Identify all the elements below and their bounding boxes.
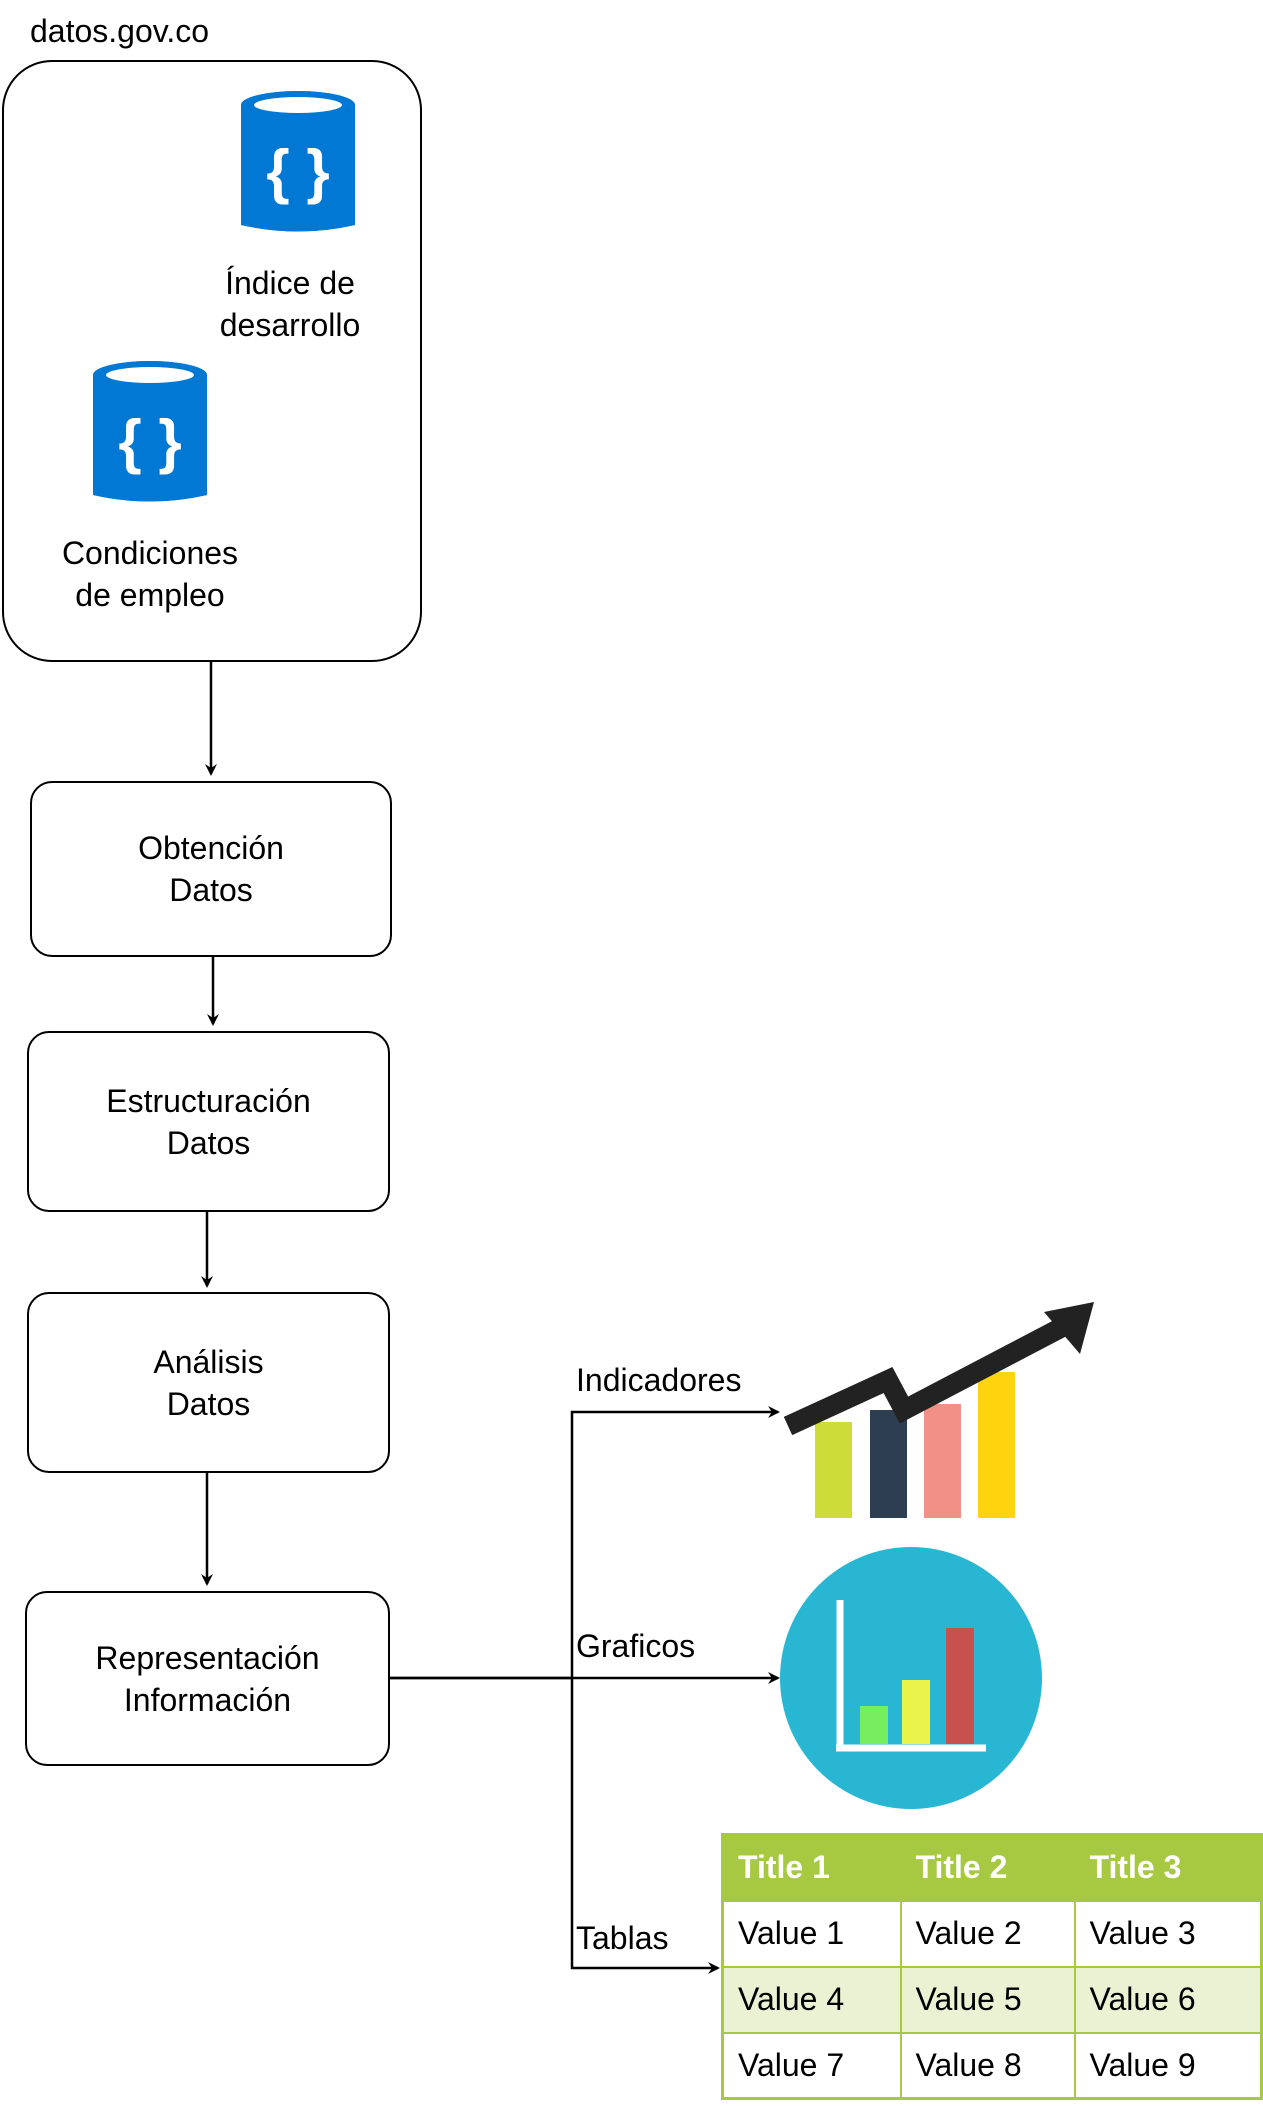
- json-database-icon: { }: [93, 361, 207, 502]
- source-title: datos.gov.co: [30, 13, 210, 49]
- table-header-row: Title 1 Title 2 Title 3: [721, 1833, 1263, 1902]
- edge-label-indicadores: Indicadores: [576, 1362, 742, 1398]
- table-cell: Value 6: [1073, 1965, 1263, 2034]
- process-box-estructuracion[interactable]: Estructuración Datos: [27, 1031, 390, 1212]
- data-table: Title 1 Title 2 Title 3 Value 1 Value 2 …: [721, 1833, 1263, 2100]
- table-header-cell: Title 1: [721, 1833, 902, 1902]
- process-label: Estructuración Datos: [106, 1082, 311, 1161]
- process-box-representacion[interactable]: Representación Información: [25, 1591, 390, 1766]
- dataset-label-indice-desarrollo: Índice de desarrollo: [219, 265, 361, 343]
- arrow-to-tablas: [570, 1678, 720, 1974]
- process-label: Análisis Datos: [153, 1343, 264, 1422]
- table-cell: Value 9: [1073, 2031, 1263, 2100]
- table-cell: Value 2: [899, 1899, 1076, 1968]
- table-cell: Value 1: [721, 1899, 902, 1968]
- database-icons-layer: { } { }: [93, 91, 355, 502]
- table-cell: Value 7: [721, 2031, 902, 2100]
- table-cell: Value 4: [721, 1965, 902, 2034]
- table-header-cell: Title 3: [1073, 1833, 1263, 1902]
- table-row: Value 7 Value 8 Value 9: [721, 2031, 1263, 2100]
- table-row: Value 4 Value 5 Value 6: [721, 1965, 1263, 2034]
- bar-chart-circle-icon: [780, 1547, 1042, 1809]
- table-cell: Value 5: [899, 1965, 1076, 2034]
- table-header-cell: Title 2: [899, 1833, 1076, 1902]
- table-row: Value 1 Value 2 Value 3: [721, 1899, 1263, 1968]
- source-group-container: [2, 60, 422, 662]
- svg-text:{ }: { }: [118, 408, 181, 475]
- trend-bars-icon: [783, 1302, 1094, 1518]
- dataset-label-condiciones-empleo: Condiciones de empleo: [61, 535, 239, 613]
- table-cell: Value 8: [899, 2031, 1076, 2100]
- table-cell: Value 3: [1073, 1899, 1263, 1968]
- edge-label-graficos: Graficos: [576, 1628, 696, 1664]
- json-database-icon: { }: [241, 91, 355, 232]
- process-label: Representación Información: [95, 1639, 320, 1718]
- edge-label-tablas: Tablas: [576, 1920, 669, 1956]
- process-box-obtencion[interactable]: Obtención Datos: [30, 781, 392, 957]
- process-label: Obtención Datos: [138, 830, 284, 908]
- svg-text:{ }: { }: [266, 138, 329, 205]
- process-box-analisis[interactable]: Análisis Datos: [27, 1292, 390, 1473]
